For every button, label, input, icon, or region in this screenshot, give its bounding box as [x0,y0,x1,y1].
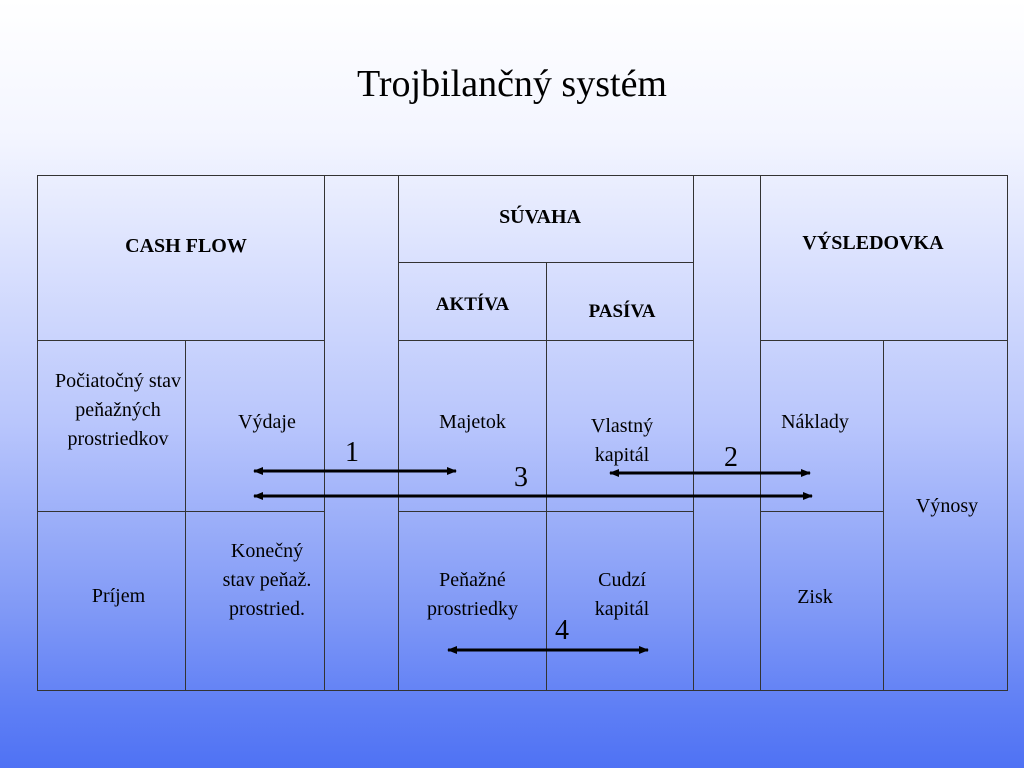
balance-equity-label: Vlastný kapitál [590,415,654,466]
balance-header: SÚVAHA [499,206,581,228]
balance-debt-label: Cudzí kapitál [594,569,650,620]
cashflow-expenses-label: Výdaje [238,411,296,433]
balance-property-label: Majetok [439,411,506,433]
link-number-4: 4 [555,615,569,646]
income-revenues-label: Výnosy [915,495,979,517]
balance-liabilities-label: PASÍVA [588,301,656,322]
balance-assets-label: AKTÍVA [435,294,510,315]
link-number-3: 3 [514,462,528,493]
balance-cash-label: Peňažné prostriedky [426,569,519,620]
income-header: VÝSLEDOVKA [802,232,944,254]
income-costs-label: Náklady [781,411,849,433]
cashflow-income-label: Príjem [91,585,146,607]
page-title: Trojbilančný systém [357,63,667,105]
cashflow-ending-label: Konečný stav peňaž. prostried. [222,540,312,620]
link-number-1: 1 [345,437,359,468]
income-profit-label: Zisk [797,586,833,608]
income-revenues-cell [883,340,1008,691]
cashflow-beginning-label: Počiatočný stav peňažných prostriedkov [54,370,182,450]
link-number-2: 2 [724,442,738,473]
cashflow-header: CASH FLOW [125,235,247,257]
